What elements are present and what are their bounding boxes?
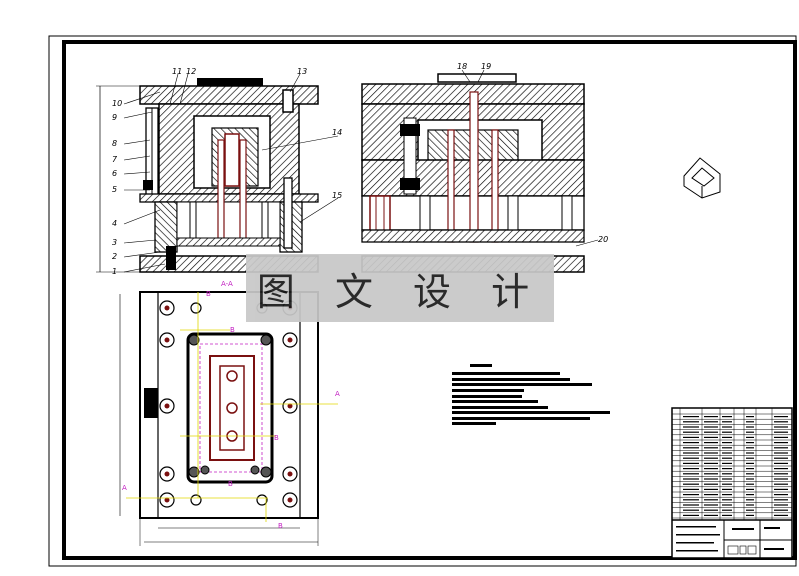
part-number-15: 15 (332, 191, 342, 200)
watermark-text: 图 文 设 计 (256, 269, 544, 314)
part-number-7: 7 (112, 155, 118, 164)
part-number-5: 5 (112, 185, 117, 194)
part-number-9: 9 (112, 113, 117, 122)
part-number-4: 4 (112, 219, 117, 228)
part-number-6: 6 (112, 169, 117, 178)
technical-notes (452, 364, 610, 425)
section-label-aa: A-A (221, 280, 233, 288)
part-number-14: 14 (332, 128, 342, 137)
part-number-2: 2 (112, 252, 117, 261)
part-number-19: 19 (481, 62, 491, 71)
part-number-10: 10 (112, 99, 122, 108)
part-number-11: 11 (172, 67, 182, 76)
part-number-20: 20 (598, 235, 608, 244)
plan-view: A-A B B B B A A B (119, 280, 340, 546)
part-number-12: 12 (186, 67, 196, 76)
side-section-view: 18 19 20 (361, 62, 608, 273)
part-isometric-icon (683, 157, 721, 199)
section-label-a2: A (122, 484, 127, 492)
section-label-a1: A (335, 390, 340, 398)
front-section-view: 10 9 8 7 6 5 4 3 2 1 11 12 13 14 15 (96, 67, 342, 276)
inner-frame (62, 40, 797, 560)
title-block (671, 407, 793, 559)
section-label-b1: B (206, 290, 211, 298)
section-label-b4: B (228, 480, 233, 488)
part-number-13: 13 (297, 67, 307, 76)
section-label-b3: B (274, 434, 279, 442)
part-number-18: 18 (457, 62, 467, 71)
part-number-1: 1 (112, 267, 117, 276)
section-label-b2: B (230, 326, 235, 334)
part-number-3: 3 (112, 238, 117, 247)
watermark-overlay: 图 文 设 计 (246, 254, 554, 322)
part-number-8: 8 (112, 139, 117, 148)
section-label-b5: B (278, 522, 283, 530)
